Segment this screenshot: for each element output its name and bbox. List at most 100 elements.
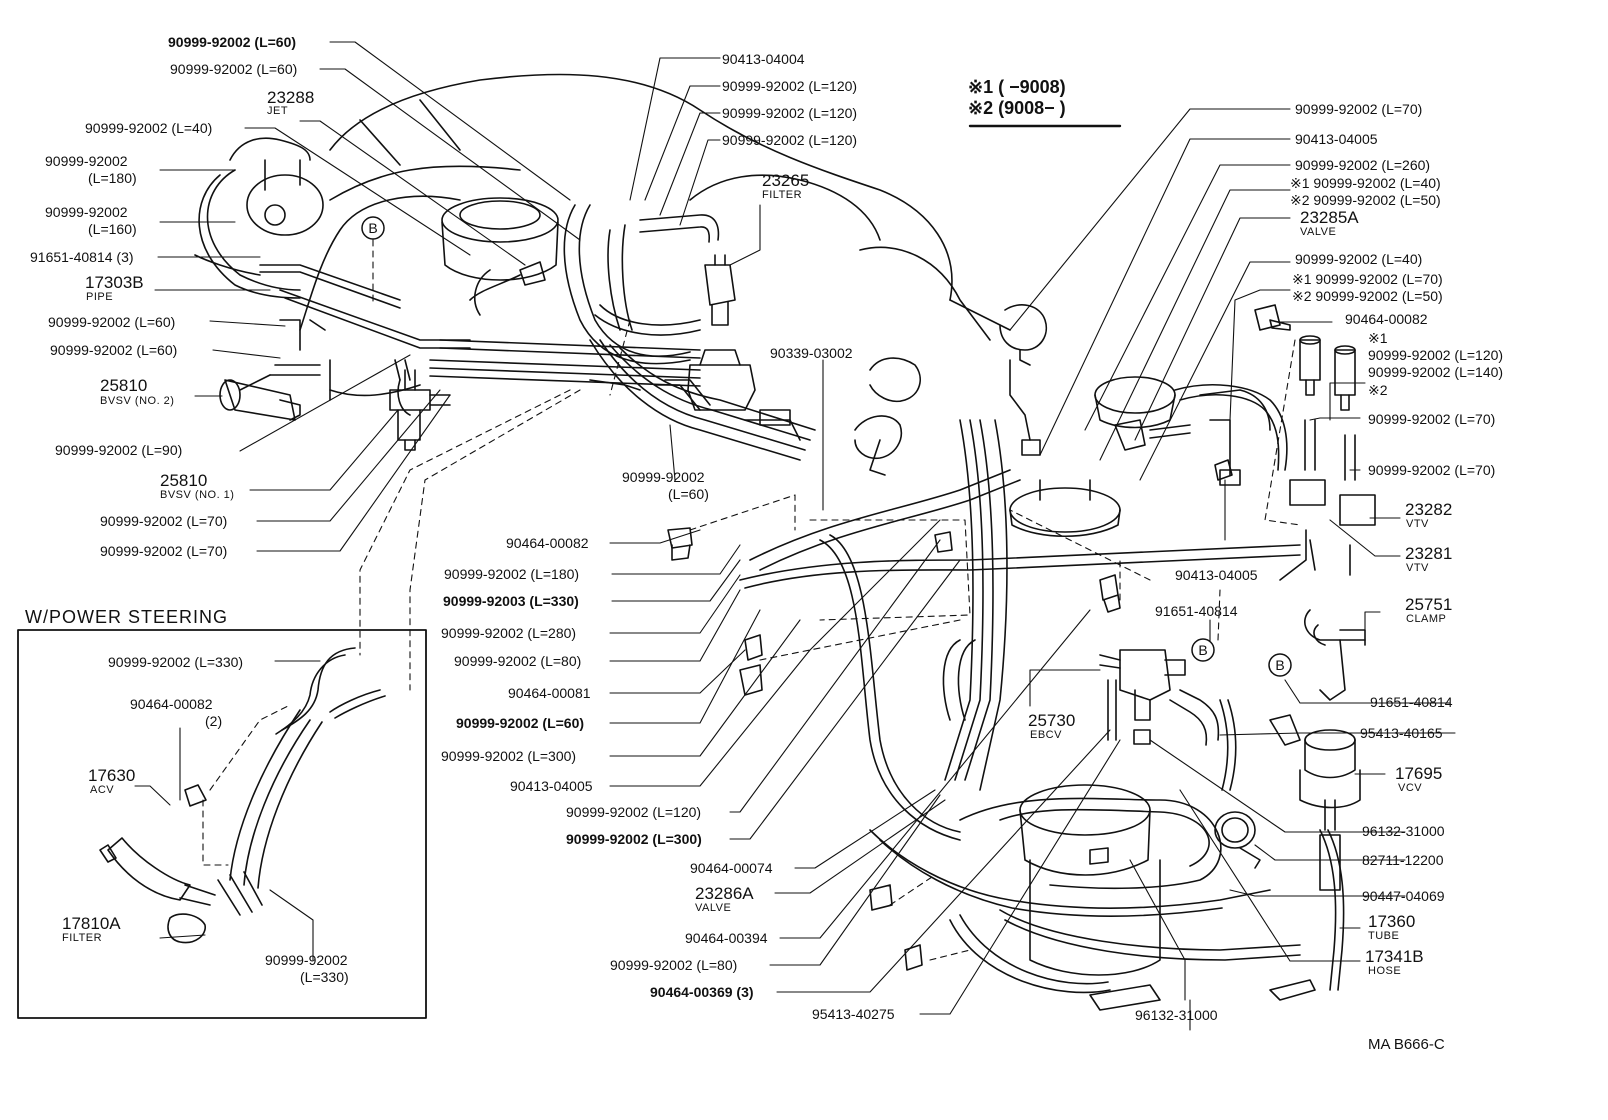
left-hoses (194, 169, 701, 416)
part-number-acv: 17630 (88, 766, 136, 785)
part-number-valve-23286a: 23286A (695, 884, 754, 903)
part-number-vtv-23282: 23282 (1405, 500, 1453, 519)
small-clips (667, 304, 1281, 971)
part-name-pipe: PIPE (86, 291, 114, 303)
part-label: 90413-04004 (722, 51, 805, 67)
part-label: ※2 90999-92002 (L=50) (1292, 288, 1443, 304)
part-label: 90999-92002 (L=120) (722, 105, 858, 121)
drawing-code: MA B666-C (1368, 1036, 1445, 1053)
part-number-valve-23285a: 23285A (1300, 208, 1359, 227)
part-label: 90999-92002 (L=70) (1368, 462, 1496, 478)
dashed-lines (202, 239, 1301, 961)
air-cleaner (441, 197, 559, 281)
part-name-ebcv: EBCV (1030, 729, 1062, 741)
part-label: (L=180) (88, 170, 137, 186)
marker-letter: B (1275, 657, 1284, 673)
part-label: (L=60) (668, 486, 709, 502)
part-label: 90999-92002 (L=40) (85, 120, 213, 136)
part-label: 90999-92002 (L=120) (722, 78, 858, 94)
lower-hoses (739, 419, 1345, 1011)
part-label: 90999-92002 (L=70) (1295, 101, 1423, 117)
marker-b-top-left: B (361, 216, 385, 240)
part-label: 90999-92002 (L=60) (168, 34, 297, 50)
part-name-acv: ACV (90, 784, 115, 796)
part-label: ※1 (1368, 330, 1388, 346)
part-name-hose: HOSE (1368, 965, 1402, 977)
part-name-vcv: VCV (1398, 782, 1423, 794)
part-label: (2) (205, 713, 223, 729)
part-number-tube: 17360 (1368, 912, 1416, 931)
part-label: (L=160) (88, 221, 137, 237)
part-label: 90464-00369 (3) (650, 984, 754, 1000)
part-number-bvsv-1: 25810 (160, 471, 208, 490)
part-label: 90999-92002 (L=60) (50, 342, 178, 358)
part-number-pipe: 17303B (85, 273, 144, 292)
part-label: 90999-92002 (L=70) (100, 543, 228, 559)
engine-outline (299, 73, 1011, 401)
bvsv-no1 (389, 369, 451, 451)
part-label: 96132-31000 (1362, 823, 1445, 839)
part-label: 96132-31000 (1135, 1007, 1218, 1023)
part-label: 90999-92002 (L=330) (108, 654, 244, 670)
part-label: 90999-92002 (45, 204, 128, 220)
part-label: 90999-92002 (L=60) (456, 715, 585, 731)
vcv-valve (1299, 729, 1361, 891)
part-label: ※2 (1368, 382, 1388, 398)
bvsv-no2 (219, 374, 301, 421)
part-name-jet: JET (267, 105, 289, 117)
part-label: 90464-00074 (690, 860, 773, 876)
inset-title: W/POWER STEERING (25, 607, 229, 627)
part-name-valve-23285a: VALVE (1300, 226, 1337, 238)
part-label: ※1 90999-92002 (L=70) (1292, 271, 1443, 287)
part-number-inset-filter: 17810A (62, 914, 121, 933)
center-hose-bundle (563, 204, 816, 461)
part-name-inset-filter: FILTER (62, 932, 103, 944)
part-label: 90447-04069 (1362, 888, 1445, 904)
ebcv-valve (1099, 649, 1220, 746)
part-name-clamp-25751: CLAMP (1406, 613, 1447, 625)
top-center-filter (704, 254, 736, 326)
part-label: 90999-92002 (L=120) (722, 132, 858, 148)
part-label: 90999-92003 (L=330) (443, 593, 579, 609)
part-name-tube: TUBE (1368, 930, 1400, 942)
part-name-vtv-23282: VTV (1406, 518, 1429, 530)
marker-b-right: B (1268, 653, 1292, 677)
vtv-assemblies (1269, 319, 1376, 581)
part-label: 90464-00081 (508, 685, 591, 701)
part-label: 90999-92002 (L=180) (444, 566, 580, 582)
part-name-bvsv-2: BVSV (NO. 2) (100, 395, 175, 407)
part-name-vtv-23281: VTV (1406, 562, 1429, 574)
part-label: 90999-92002 (L=300) (566, 831, 702, 847)
reference-markers: B B B (361, 216, 1292, 677)
part-label: 95413-40165 (1360, 725, 1443, 741)
part-number-bvsv-2: 25810 (100, 376, 148, 395)
part-number-clamp-25751: 25751 (1405, 595, 1453, 614)
power-steering-inset-frame (17, 629, 427, 1019)
part-label: 90999-92002 (L=80) (454, 653, 582, 669)
part-label: 82711-12200 (1362, 852, 1444, 868)
part-label: 90464-00394 (685, 930, 768, 946)
part-label: 90999-92002 (L=70) (100, 513, 228, 529)
part-label: 90999-92002 (622, 469, 705, 485)
part-label: (L=330) (300, 969, 349, 985)
marker-letter: B (368, 220, 377, 236)
part-label: 90464-00082 (506, 535, 589, 551)
part-label: 90999-92002 (L=280) (441, 625, 577, 641)
part-label: 91651-40814 (1370, 694, 1453, 710)
part-label: 90999-92002 (L=40) (1295, 251, 1423, 267)
part-label: 90999-92002 (L=70) (1368, 411, 1496, 427)
part-label: 90464-00082 (130, 696, 213, 712)
clamp-82711 (1214, 811, 1261, 869)
marker-b-center: B (1191, 638, 1215, 662)
part-name-valve-23286a: VALVE (695, 902, 732, 914)
part-label: 90999-92002 (L=90) (55, 442, 183, 458)
part-label: 95413-40275 (812, 1006, 895, 1022)
part-label: 90999-92002 (L=140) (1368, 364, 1504, 380)
part-label: ※1 90999-92002 (L=40) (1290, 175, 1441, 191)
part-name-filter: FILTER (762, 189, 803, 201)
serial-range-note-1: ※1 ( −9008) (968, 77, 1066, 97)
part-label: 91651-40814 (3) (30, 249, 134, 265)
part-label: 90999-92002 (L=60) (48, 314, 176, 330)
